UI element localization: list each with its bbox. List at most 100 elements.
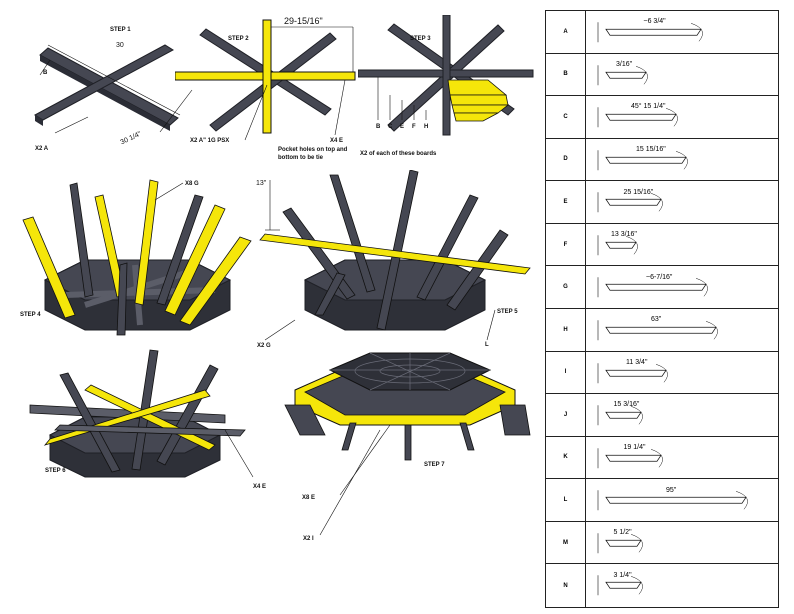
angle-arc (665, 108, 678, 127)
step-2-note: Pocket holes on top and bottom to be tie (278, 147, 348, 161)
board-profile-svg (597, 107, 678, 128)
step-7-drawing (280, 345, 535, 545)
step-5-drawing (255, 170, 535, 350)
cut-list-dimension: 15 15/16" (636, 145, 666, 153)
cut-list-drawing: 63" (586, 309, 778, 351)
cut-list-letter: I (546, 351, 586, 394)
board-profile-svg (597, 64, 648, 85)
board-profile (605, 156, 687, 164)
board-profile-svg (597, 490, 748, 511)
step-2-boards (175, 19, 356, 134)
cut-list-letter: E (546, 181, 586, 223)
cut-list-drawing: 25 15/16" (586, 181, 778, 223)
step-7-label-b: X2 I (303, 536, 314, 542)
board-profile-svg (597, 149, 688, 170)
cut-list-letter: N (546, 564, 586, 607)
step-1-dim-top: 30 (116, 42, 124, 49)
cut-list-row: G~6-7/16" (546, 266, 778, 309)
cut-list-row: D 15 15/16" (546, 138, 778, 182)
cut-list-drawing: 19 1/4" (586, 437, 778, 479)
angle-arc (630, 533, 643, 553)
step-7-legs (284, 404, 531, 461)
step-2-drawing (175, 15, 365, 155)
step-4-label: X8 G (185, 181, 199, 187)
cut-list-dimension: 3 1/4" (613, 571, 632, 579)
step-3-letter-c: C (388, 124, 393, 130)
step-3-drawing (358, 15, 538, 155)
step-5-label-right: L (485, 342, 489, 348)
cut-list-letter: G (546, 266, 586, 308)
cut-list-row: B 3/16" (546, 53, 778, 97)
cut-list-drawing: 13 3/16" (586, 224, 778, 266)
board-profile (605, 71, 647, 79)
board-profile (605, 326, 717, 334)
step-6-label: X4 E (253, 484, 267, 490)
step-3-yellow-boards (447, 79, 510, 122)
cut-list-letter: D (546, 138, 586, 181)
cut-list-drawing: 95" (586, 479, 778, 521)
cut-list-letter: H (546, 309, 586, 351)
board-profile-svg (597, 235, 638, 256)
step-6-legs (29, 349, 246, 473)
cut-list-dimension: 45° 15 1/4" (631, 103, 666, 111)
angle-arc (630, 406, 643, 425)
angle-arc (650, 193, 663, 212)
step-3-letter-b: B (376, 124, 381, 130)
cut-list-drawing: 15 15/16" (586, 139, 778, 181)
step-1-title: STEP 1 (110, 27, 131, 33)
cut-list-letter: L (546, 479, 586, 521)
step-2-dim: 29-15/16" (284, 16, 323, 26)
cut-list-letter: F (546, 223, 586, 266)
cut-list-drawing: 3/16" (586, 54, 778, 96)
board-profile (605, 454, 662, 462)
step-3-svg (358, 15, 534, 136)
step-5-label: X2 G (257, 343, 271, 349)
board-profile-svg (597, 405, 643, 426)
angle-arc (705, 321, 718, 340)
board-profile (605, 497, 747, 504)
step-7-svg (284, 352, 531, 536)
cut-list-letter: B (546, 53, 586, 96)
step-3-note: X2 of each of these boards (360, 151, 437, 157)
step-7-label-a: X8 E (302, 495, 316, 501)
step-1-part-label: X2 A (35, 146, 49, 152)
cut-list-drawing: 11 3/4" (586, 352, 778, 394)
step-6-title: STEP 6 (45, 468, 66, 474)
board-profile (605, 28, 702, 36)
board-profile-svg (597, 320, 718, 341)
board-profile (605, 582, 642, 590)
board-profile (605, 114, 677, 121)
cut-list-drawing: 5 1/2" (586, 522, 778, 564)
step-7-top-slats (330, 352, 490, 391)
step-3-letter-f: F (412, 124, 416, 130)
step-6-svg (29, 349, 254, 478)
step-3-letter-h: H (424, 124, 429, 130)
angle-arc (630, 576, 643, 595)
step-4-drawing (15, 175, 260, 345)
angle-arc (695, 278, 708, 297)
cut-list-letter: A (546, 11, 586, 53)
board-profile-svg (597, 447, 663, 468)
cut-list-dimension: 3/16" (616, 60, 633, 68)
angle-arc (735, 491, 748, 510)
cut-list-letter: M (546, 521, 586, 564)
step-2-title: STEP 2 (228, 36, 249, 42)
step-4-legs (22, 179, 252, 336)
step-3-boards (358, 15, 534, 136)
step-1-boards (34, 44, 179, 131)
angle-arc (675, 150, 688, 170)
cut-list-letter: J (546, 394, 586, 436)
board-profile (605, 412, 642, 419)
step-1-drawing (30, 20, 200, 160)
cut-list-dimension: 19 1/4" (623, 443, 646, 451)
cut-list-drawing: 15 3/16" (586, 394, 778, 436)
